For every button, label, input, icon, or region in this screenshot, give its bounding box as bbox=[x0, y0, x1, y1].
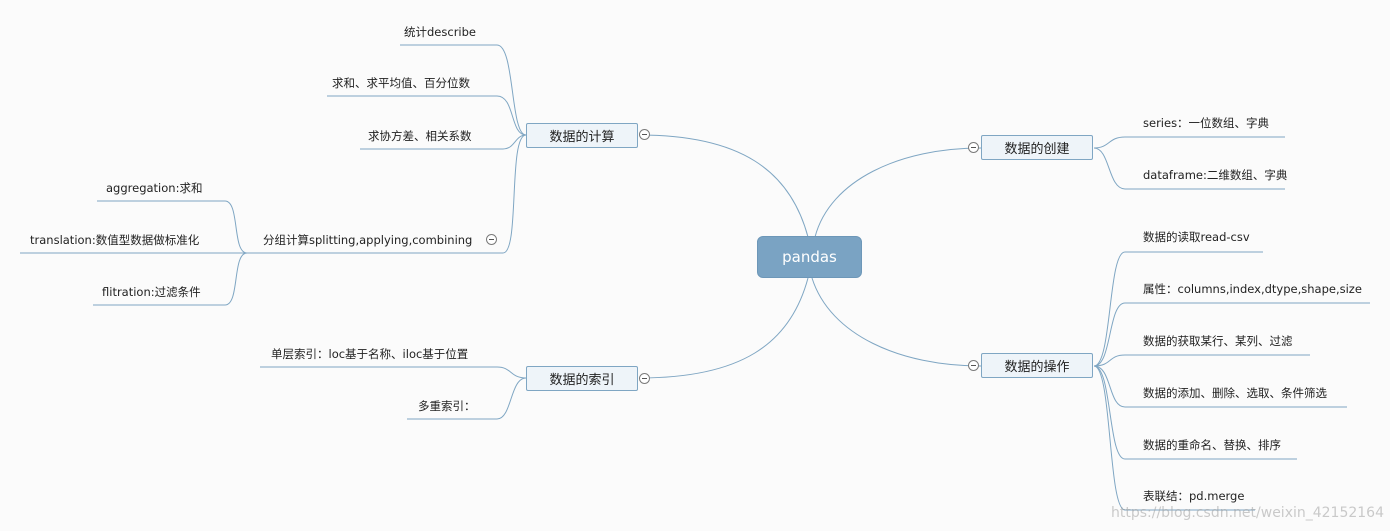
branch-calc[interactable]: 数据的计算 bbox=[526, 123, 638, 148]
collapse-icon[interactable] bbox=[639, 129, 650, 140]
branch-ops[interactable]: 数据的操作 bbox=[981, 353, 1093, 378]
leaf-calc-1[interactable]: 统计describe bbox=[404, 25, 476, 39]
link-ops-leaf6 bbox=[1093, 365, 1126, 511]
leaf-calc-3[interactable]: 求协方差、相关系数 bbox=[368, 129, 472, 143]
link-create-leaf1 bbox=[1093, 136, 1126, 149]
link-calc-group bbox=[502, 134, 527, 254]
link-ops-leaf1 bbox=[1093, 251, 1126, 367]
group-node-splitting[interactable]: 分组计算splitting,applying,combining bbox=[263, 233, 473, 247]
leaf-ops-6[interactable]: 表联结：pd.merge bbox=[1143, 489, 1245, 503]
branch-calc-label: 数据的计算 bbox=[549, 130, 615, 145]
link-root-index bbox=[638, 277, 809, 379]
collapse-icon[interactable] bbox=[639, 373, 650, 384]
leaf-calc-2[interactable]: 求和、求平均值、百分位数 bbox=[332, 76, 470, 90]
branch-index-label: 数据的索引 bbox=[549, 373, 615, 388]
link-root-ops bbox=[811, 277, 982, 367]
branch-create-label: 数据的创建 bbox=[1004, 142, 1070, 157]
branch-create[interactable]: 数据的创建 bbox=[981, 135, 1093, 160]
leaf-create-2[interactable]: dataframe:二维数组、字典 bbox=[1143, 168, 1288, 182]
leaf-ops-2[interactable]: 属性：columns,index,dtype,shape,size bbox=[1143, 282, 1362, 296]
root-label: pandas bbox=[782, 248, 837, 266]
link-calc-leaf2 bbox=[496, 95, 527, 136]
watermark: https://blog.csdn.net/weixin_42152164 bbox=[1110, 505, 1384, 521]
collapse-icon[interactable] bbox=[486, 234, 497, 245]
link-index-leaf1 bbox=[496, 366, 527, 379]
leaf-ops-3[interactable]: 数据的获取某行、某列、过滤 bbox=[1143, 334, 1293, 348]
link-group-leaf3 bbox=[224, 252, 248, 306]
branch-index[interactable]: 数据的索引 bbox=[526, 366, 638, 391]
collapse-icon[interactable] bbox=[968, 142, 979, 153]
link-ops-leaf4 bbox=[1093, 365, 1126, 408]
leaf-create-1[interactable]: series：一位数组、字典 bbox=[1143, 116, 1270, 130]
link-index-leaf2 bbox=[496, 377, 527, 420]
link-root-create bbox=[814, 147, 982, 238]
leaf-index-2[interactable]: 多重索引： bbox=[418, 399, 476, 413]
leaf-ops-1[interactable]: 数据的读取read-csv bbox=[1143, 230, 1250, 244]
branch-ops-label: 数据的操作 bbox=[1004, 360, 1070, 375]
leaf-ops-4[interactable]: 数据的添加、删除、选取、条件筛选 bbox=[1143, 386, 1327, 400]
link-group-leaf1 bbox=[224, 200, 248, 254]
leaf-ops-5[interactable]: 数据的重命名、替换、排序 bbox=[1143, 438, 1281, 452]
collapse-icon[interactable] bbox=[968, 360, 979, 371]
leaf-group-2[interactable]: translation:数值型数据做标准化 bbox=[30, 233, 200, 247]
link-ops-leaf3 bbox=[1093, 354, 1126, 367]
link-create-leaf2 bbox=[1093, 147, 1126, 190]
leaf-index-1[interactable]: 单层索引：loc基于名称、iloc基于位置 bbox=[271, 347, 469, 361]
leaf-group-3[interactable]: flitration:过滤条件 bbox=[102, 285, 201, 299]
root-node[interactable]: pandas bbox=[757, 236, 862, 278]
link-root-calc bbox=[638, 134, 809, 238]
link-ops-leaf5 bbox=[1093, 365, 1126, 460]
leaf-group-1[interactable]: aggregation:求和 bbox=[106, 181, 203, 195]
link-ops-leaf2 bbox=[1093, 302, 1126, 367]
link-calc-leaf1 bbox=[496, 44, 527, 136]
